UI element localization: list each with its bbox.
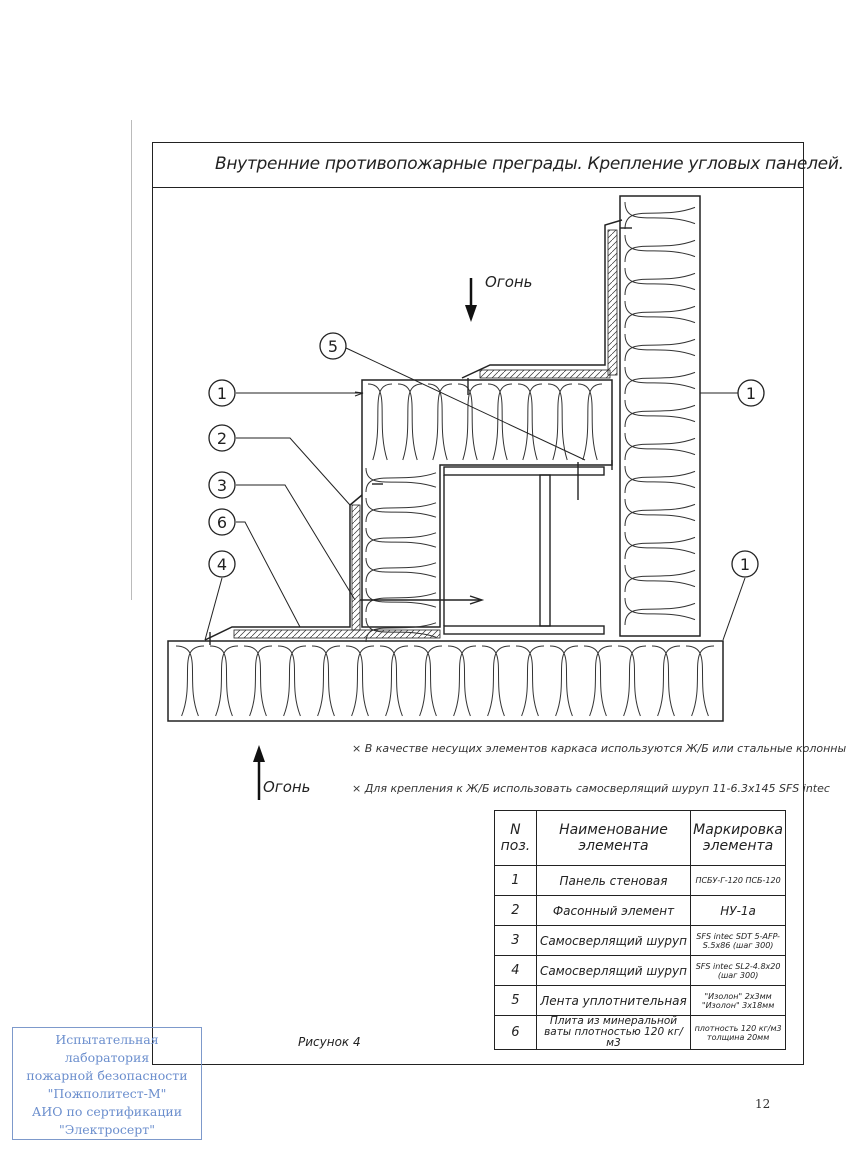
table-header-row: N поз. Наименование элемента Маркировка … bbox=[494, 810, 786, 866]
cell-name: Фасонный элемент bbox=[535, 895, 692, 926]
header-name: Наименование элемента bbox=[535, 810, 692, 866]
note-fastening: × Для крепления к Ж/Б использовать самос… bbox=[352, 782, 830, 795]
mineral-wool-strips bbox=[233, 229, 618, 639]
figure-label: Рисунок 4 bbox=[298, 1035, 361, 1049]
callout-circle-1-left: 1 bbox=[208, 379, 236, 407]
stamp-line: АИО по сертификации bbox=[31, 1104, 183, 1119]
fire-arrow-top bbox=[465, 278, 477, 322]
cell-pos: 4 bbox=[494, 955, 537, 986]
stamp-line: лаборатория bbox=[64, 1050, 150, 1065]
certification-stamp: Испытательная лаборатория пожарной безоп… bbox=[12, 1027, 202, 1140]
svg-text:1: 1 bbox=[740, 555, 750, 574]
drawing-frame: Внутренние противопожарные преграды. Кре… bbox=[152, 142, 844, 1065]
fire-arrow-bottom bbox=[253, 745, 265, 800]
cell-mark: НУ-1а bbox=[690, 895, 786, 926]
cell-name: Плита из минеральной ваты плотностью 120… bbox=[535, 1015, 692, 1050]
stamp-line: "Электросерт" bbox=[59, 1122, 155, 1137]
table-row: 4 Самосверлящий шуруп SFS intec SL2-4.8х… bbox=[494, 955, 786, 986]
svg-text:4: 4 bbox=[217, 555, 227, 574]
cell-pos: 1 bbox=[494, 865, 537, 896]
right-wall-panel bbox=[619, 195, 701, 637]
cell-name: Самосверлящий шуруп bbox=[535, 925, 692, 956]
svg-text:2: 2 bbox=[217, 429, 227, 448]
table-row: 1 Панель стеновая ПСБУ-Г-120 ПСБ-120 bbox=[494, 865, 786, 896]
fire-label-top: Огонь bbox=[485, 273, 533, 291]
cell-pos: 3 bbox=[494, 925, 537, 956]
cell-name: Панель стеновая bbox=[535, 865, 692, 896]
screws bbox=[209, 227, 632, 645]
stamp-line: "Пожполитест-М" bbox=[47, 1086, 167, 1101]
svg-text:5: 5 bbox=[328, 337, 338, 356]
table-row: 5 Лента уплотнительная "Изолон" 2х3мм "И… bbox=[494, 985, 786, 1016]
svg-text:6: 6 bbox=[217, 513, 227, 532]
stamp-line: пожарной безопасности bbox=[26, 1068, 188, 1083]
svg-text:1: 1 bbox=[217, 384, 227, 403]
table-row: 6 Плита из минеральной ваты плотностью 1… bbox=[494, 1015, 786, 1050]
note-load-bearing: × В качестве несущих элементов каркаса и… bbox=[352, 742, 846, 755]
fire-label-bottom: Огонь bbox=[263, 778, 311, 796]
title-row: Внутренние противопожарные преграды. Кре… bbox=[153, 143, 844, 188]
cell-mark: SFS intec SL2-4.8х20 (шаг 300) bbox=[690, 955, 786, 986]
callout-circle-1-right-bottom: 1 bbox=[731, 550, 759, 578]
callout-circle-2: 2 bbox=[208, 424, 236, 452]
callout-circle-5: 5 bbox=[319, 332, 347, 360]
cell-mark: ПСБУ-Г-120 ПСБ-120 bbox=[690, 865, 786, 896]
cell-mark: плотность 120 кг/м3 толщина 20мм bbox=[690, 1015, 786, 1050]
page-number: 12 bbox=[755, 1097, 771, 1111]
drawing-title: Внутренние противопожарные преграды. Кре… bbox=[215, 154, 844, 174]
cell-pos: 6 bbox=[494, 1015, 537, 1050]
callout-circle-3: 3 bbox=[208, 471, 236, 499]
stamp-line: Испытательная bbox=[55, 1032, 159, 1047]
table-row: 2 Фасонный элемент НУ-1а bbox=[494, 895, 786, 926]
callout-circle-4: 4 bbox=[208, 550, 236, 578]
callout-circle-6: 6 bbox=[208, 508, 236, 536]
svg-text:3: 3 bbox=[217, 476, 227, 495]
cell-name: Лента уплотнительная bbox=[535, 985, 692, 1016]
cell-name: Самосверлящий шуруп bbox=[535, 955, 692, 986]
table-row: 3 Самосверлящий шуруп SFS intec SDT 5-AF… bbox=[494, 925, 786, 956]
bottom-wall-panel bbox=[167, 640, 724, 722]
header-pos: N поз. bbox=[494, 810, 537, 866]
cell-pos: 2 bbox=[494, 895, 537, 926]
margin-line bbox=[131, 120, 132, 600]
cell-pos: 5 bbox=[494, 985, 537, 1016]
specification-table: N поз. Наименование элемента Маркировка … bbox=[494, 810, 786, 1050]
technical-drawing: 1 2 3 6 4 5 1 1 bbox=[167, 195, 765, 800]
steel-column bbox=[443, 466, 605, 635]
svg-text:1: 1 bbox=[746, 384, 756, 403]
callout-circle-1-right-top: 1 bbox=[737, 379, 765, 407]
header-mark: Маркировка элемента bbox=[690, 810, 786, 866]
cell-mark: SFS intec SDT 5-AFP-S.5х86 (шаг 300) bbox=[690, 925, 786, 956]
corner-panel bbox=[361, 379, 613, 643]
flashing-elements bbox=[204, 219, 623, 641]
callout-leaders bbox=[204, 347, 746, 641]
cell-mark: "Изолон" 2х3мм "Изолон" 3х18мм bbox=[690, 985, 786, 1016]
